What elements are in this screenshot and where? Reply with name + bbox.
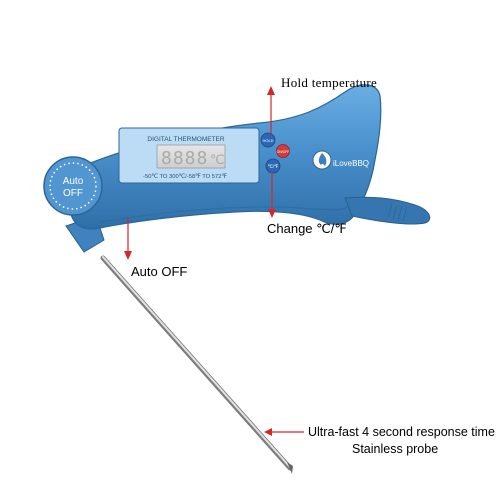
auto-off-label: Auto OFF	[131, 264, 188, 279]
hold-temperature-label: Hold temperature	[281, 75, 378, 90]
power-button[interactable]: ON/OFF	[276, 144, 290, 158]
display-header: DIGITAL THERMOMETER	[147, 136, 224, 143]
stainless-probe	[100, 255, 293, 474]
pocket-clip	[344, 196, 431, 225]
hold-arrow	[267, 86, 275, 134]
hold-button-label: HOLD	[262, 138, 273, 143]
hold-button[interactable]: HOLD	[260, 132, 276, 148]
stainless-probe-label: Stainless probe	[352, 442, 439, 456]
lcd-unit: ℃	[210, 153, 225, 168]
auto-off-dial: Auto OFF	[43, 156, 103, 216]
brand-name: iLoveBBQ	[333, 159, 369, 168]
temperature-range: -50℃ TO 300℃/-58℉ TO 572℉	[143, 174, 227, 180]
change-unit-label: Change ℃/℉	[267, 221, 347, 236]
display-panel: DIGITAL THERMOMETER 8888 ℃ -50℃ TO 300℃/…	[118, 127, 260, 184]
lcd-digits: 8888	[161, 148, 208, 169]
dial-label-auto: Auto	[63, 176, 84, 187]
change-unit-arrow	[268, 172, 276, 218]
lcd-screen	[156, 144, 226, 169]
power-button-label: ON/OFF	[277, 150, 290, 154]
auto-off-arrow	[124, 218, 132, 260]
response-time-label: Ultra-fast 4 second response time	[308, 425, 495, 439]
unit-toggle-button[interactable]: ℃/℉	[265, 158, 281, 174]
brand-logo: iLoveBBQ	[312, 150, 369, 170]
unit-button-label: ℃/℉	[268, 164, 279, 169]
probe-arrow	[264, 428, 304, 436]
dial-label-off: OFF	[63, 188, 83, 199]
